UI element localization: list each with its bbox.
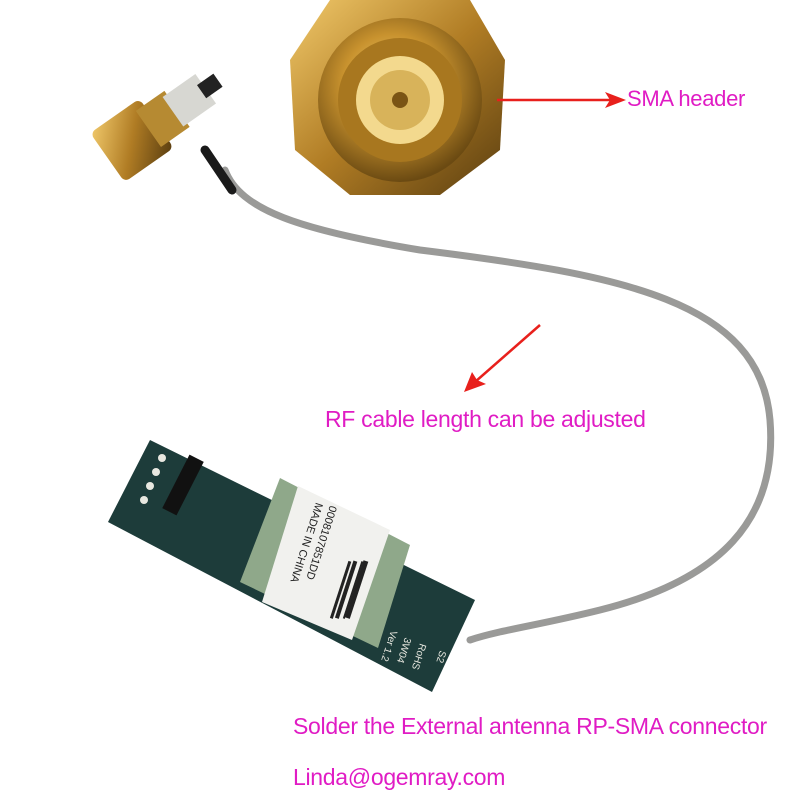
barcode (329, 560, 369, 619)
module-mark: S2 (433, 649, 447, 664)
rf-cable (221, 166, 775, 644)
wifi-module: 0008107851DD MADE IN CHINA RoHS 3W04 Ver… (108, 440, 475, 692)
arrow-to-rf-cable (464, 324, 541, 392)
rp-sma-connector (92, 73, 223, 180)
sma-header-label: SMA header (627, 86, 746, 111)
sma-header-closeup (290, 0, 505, 195)
contact-email: Linda@ogemray.com (293, 764, 506, 790)
arrow-to-sma-header (497, 92, 626, 108)
solder-instruction-label: Solder the External antenna RP-SMA conne… (293, 713, 767, 739)
rf-cable-label: RF cable length can be adjusted (325, 406, 646, 432)
